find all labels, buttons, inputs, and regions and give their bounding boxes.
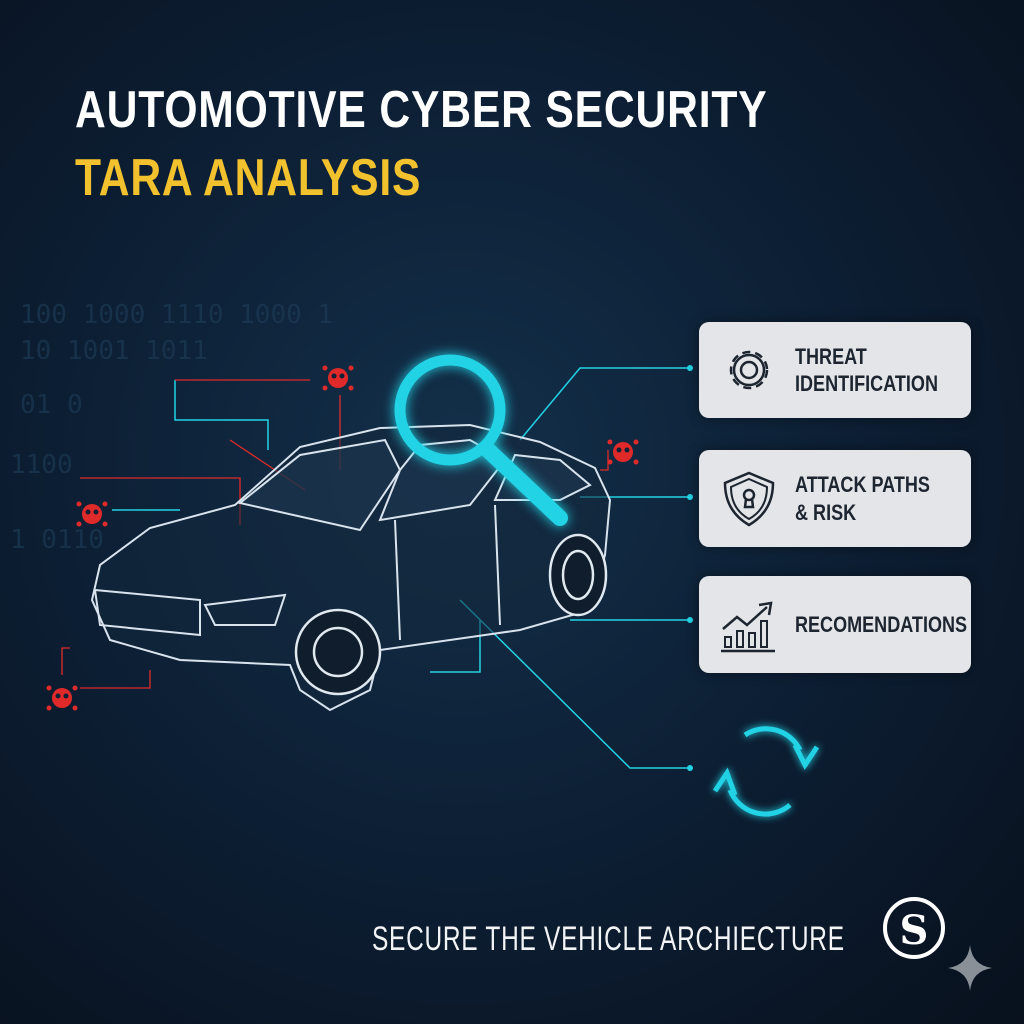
threat-markers [46,365,639,711]
skull-virus-icon [607,439,639,465]
connector-dots [687,365,693,771]
shield-keyhole-icon [723,471,775,526]
card-recommendations[interactable]: RECOMENDATIONS [699,576,971,673]
brand-logo: S [883,897,945,959]
title-line-1: AUTOMOTIVE CYBER SECURITY [75,81,768,139]
card-label: RECOMENDATIONS [795,611,968,637]
car-wheels [294,533,608,696]
connector-lines [112,367,690,769]
logo-letter: S [900,907,929,954]
background-binary: 1 0110 [10,525,104,555]
background-binary: 01 0 [20,390,83,420]
skull-virus-icon [76,501,108,527]
background-binary: 1100 [10,450,73,480]
gear-icon [729,350,769,390]
background-binary: 100 1000 1110 1000 1 [20,300,334,330]
card-threat-identification[interactable]: THREAT IDENTIFICATION [699,322,971,418]
growth-chart-icon [721,600,775,652]
card-attack-paths-risk[interactable]: ATTACK PATHS & RISK [699,450,971,547]
background-binary: 10 1001 1011 [20,336,208,366]
skull-virus-icon [322,365,354,391]
refresh-cycle-icon [712,726,820,817]
card-label: THREAT IDENTIFICATION [795,343,938,397]
sparkle-icon [948,945,992,991]
title-line-2: TARA ANALYSIS [75,149,422,207]
magnifier-icon [394,354,568,526]
footer-tagline: SECURE THE VEHICLE ARCHIECTURE [372,920,845,958]
skull-virus-icon [46,685,78,711]
card-label: ATTACK PATHS & RISK [795,472,930,525]
